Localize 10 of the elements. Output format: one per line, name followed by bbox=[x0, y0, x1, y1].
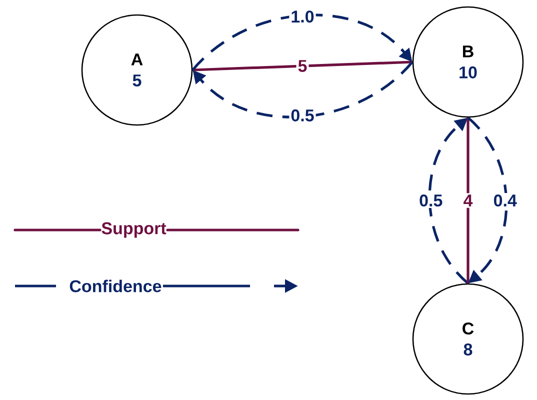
edge-label: 0.4 bbox=[492, 192, 518, 208]
legend-text: Support bbox=[102, 222, 166, 238]
connector-line bbox=[192, 60, 412, 72]
connector-line bbox=[466, 118, 470, 284]
edge-label: 4 bbox=[462, 193, 474, 208]
edge-label: 0.5 bbox=[418, 192, 444, 208]
edge-label: 1.0 bbox=[289, 9, 316, 24]
legend-text: Confidence bbox=[70, 280, 162, 292]
edge-label: 5 bbox=[296, 58, 309, 74]
edge-label: 0.5 bbox=[289, 108, 316, 123]
